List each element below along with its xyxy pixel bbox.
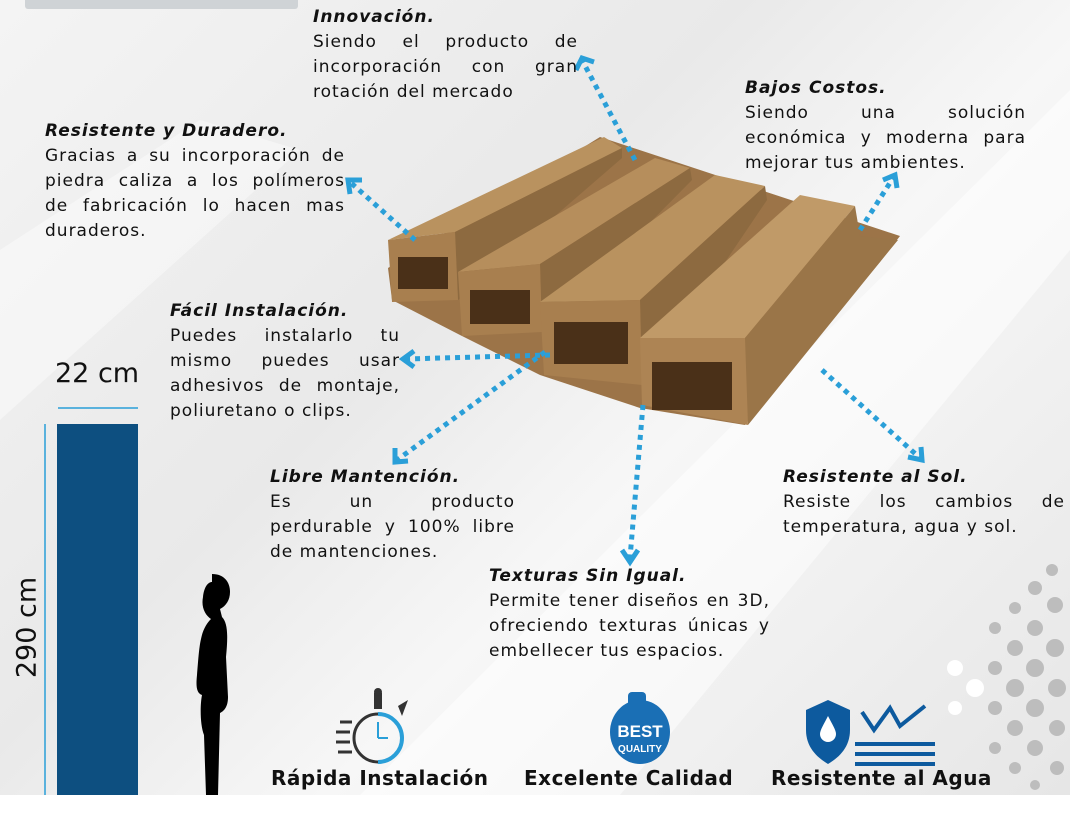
height-bar: [57, 424, 138, 795]
feature-body: Resiste los cambios de temperatura, agua…: [783, 492, 1065, 537]
dot-pattern: [947, 564, 1066, 790]
svg-text:QUALITY: QUALITY: [618, 744, 662, 755]
feature-texturas: Texturas Sin Igual. Permite tener diseño…: [489, 564, 770, 664]
arrow-heads: [345, 54, 925, 567]
feature-body: Gracias a su incorporación de piedra cal…: [45, 146, 345, 241]
feature-title: Resistente al Sol.: [783, 467, 968, 487]
arrow-duradero: [348, 180, 417, 242]
feature-title: Innovación.: [313, 7, 435, 27]
feature-resistente-duradero: Resistente y Duradero. Gracias a su inco…: [45, 119, 345, 244]
feature-body: Permite tener diseños en 3D, ofreciendo …: [489, 591, 770, 661]
stopwatch-icon: [336, 688, 408, 764]
feature-body: Puedes instalarlo tu mismo puedes usar a…: [170, 326, 400, 421]
badge-excelente-calidad: Excelente Calidad: [524, 766, 734, 790]
arrow-mantencion: [395, 349, 547, 463]
wall-panel-product: [388, 137, 900, 425]
svg-text:BEST: BEST: [617, 722, 663, 741]
feature-resistente-sol: Resistente al Sol. Resiste los cambios d…: [783, 465, 1065, 540]
feature-title: Resistente y Duradero.: [45, 121, 288, 141]
feature-body: Es un producto perdurable y 100% libre d…: [270, 492, 515, 562]
feature-title: Fácil Instalación.: [170, 301, 349, 321]
feature-title: Texturas Sin Igual.: [489, 566, 687, 586]
arrow-costos: [857, 176, 896, 232]
feature-facil-instalacion: Fácil Instalación. Puedes instalarlo tu …: [170, 299, 400, 424]
water-shield-icon: [806, 700, 935, 766]
feature-title: Libre Mantención.: [270, 467, 461, 487]
feature-libre-mantencion: Libre Mantención. Es un producto perdura…: [270, 465, 515, 565]
top-bar: [25, 0, 298, 9]
person-silhouette: [196, 574, 230, 795]
feature-body: Siendo una solución económica y moderna …: [745, 103, 1026, 173]
arrow-instalacion: [404, 352, 551, 362]
badge-resistente-agua: Resistente al Agua: [771, 766, 992, 790]
feature-body: Siendo el producto de incorporación con …: [313, 32, 578, 102]
arrow-sol: [820, 368, 922, 460]
arrow-innovacion: [579, 58, 638, 162]
pointer-arrows: [348, 58, 922, 559]
feature-title: Bajos Costos.: [745, 78, 887, 98]
feature-bajos-costos: Bajos Costos. Siendo una solución económ…: [745, 76, 1026, 176]
height-measure: 290 cm: [11, 576, 43, 679]
badge-rapida-instalacion: Rápida Instalación: [271, 766, 489, 790]
best-quality-icon: BEST QUALITY: [610, 692, 670, 764]
width-measure: 22 cm: [55, 358, 140, 389]
feature-innovacion: Innovación. Siendo el producto de incorp…: [313, 5, 578, 105]
